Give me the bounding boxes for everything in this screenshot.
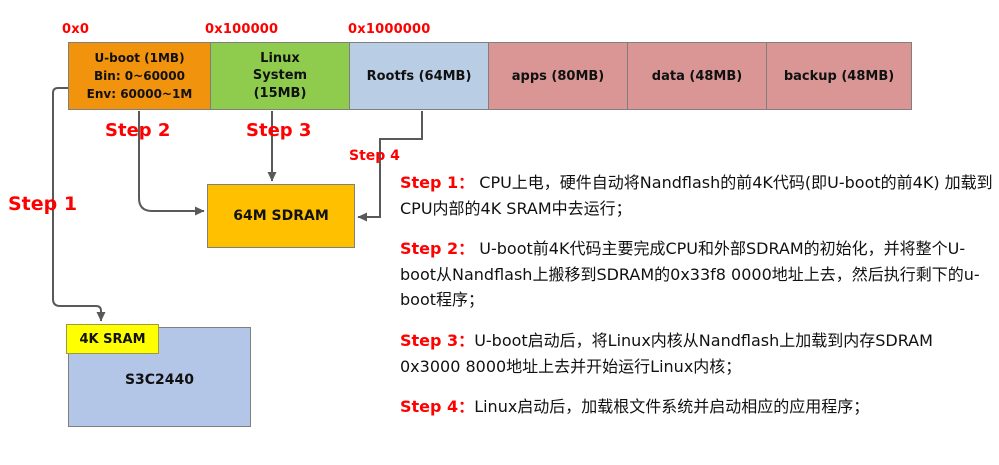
step2-description: Step 2： U-boot前4K代码主要完成CPU和外部SDRAM的初始化，并…	[400, 236, 994, 313]
step3-prefix: Step 3：	[400, 330, 475, 350]
step4-tag: Step 4	[349, 148, 400, 164]
partition-label: Linux System (15MB)	[252, 50, 308, 101]
partition-backup: backup (48MB)	[766, 42, 912, 110]
partition-label: Rootfs (64MB)	[366, 68, 472, 84]
s3c2440-chip-box: 4K SRAM S3C2440	[66, 324, 251, 427]
step3-tag: Step 3	[246, 120, 312, 141]
step4-prefix: Step 4：	[400, 397, 475, 417]
address-label-0x100000: 0x100000	[205, 22, 279, 37]
step2-tag: Step 2	[105, 120, 171, 141]
step1-description: Step 1： CPU上电，硬件自动将Nandflash的前4K代码(即U-bo…	[400, 170, 994, 221]
step-descriptions: Step 1： CPU上电，硬件自动将Nandflash的前4K代码(即U-bo…	[400, 170, 994, 435]
partition-apps: apps (80MB)	[488, 42, 628, 110]
step1-tag: Step 1	[8, 193, 78, 215]
sdram-box: 64M SDRAM	[207, 184, 355, 248]
uboot-bin-range: Bin: 0~60000	[94, 69, 185, 83]
address-label-0x1000000: 0x1000000	[348, 22, 431, 37]
address-label-0x0: 0x0	[62, 22, 90, 37]
chip-label: S3C2440	[124, 372, 195, 388]
step1-text: CPU上电，硬件自动将Nandflash的前4K代码(即U-boot的前4K) …	[400, 173, 993, 218]
sdram-label: 64M SDRAM	[233, 208, 329, 224]
sram-box: 4K SRAM	[66, 324, 159, 354]
step1-prefix: Step 1：	[400, 173, 475, 192]
partition-label: data (48MB)	[651, 68, 743, 84]
nandflash-partition-bar: U-boot (1MB) Bin: 0~60000 Env: 60000~1M …	[68, 42, 912, 110]
sram-label: 4K SRAM	[79, 331, 146, 347]
partition-linux-system: Linux System (15MB)	[210, 42, 350, 110]
step4-text: Linux启动后，加载根文件系统并启动相应的应用程序；	[474, 397, 870, 417]
uboot-env-range: Env: 60000~1M	[86, 87, 193, 101]
partition-label: backup (48MB)	[783, 68, 895, 84]
step3-description: Step 3：U-boot启动后，将Linux内核从Nandflash上加载到内…	[400, 328, 994, 379]
partition-rootfs: Rootfs (64MB)	[349, 42, 489, 110]
uboot-title: U-boot (1MB)	[94, 51, 185, 65]
partition-uboot: U-boot (1MB) Bin: 0~60000 Env: 60000~1M	[68, 42, 211, 110]
step4-description: Step 4：Linux启动后，加载根文件系统并启动相应的应用程序；	[400, 394, 994, 420]
step2-prefix: Step 2：	[400, 239, 475, 259]
partition-data: data (48MB)	[627, 42, 767, 110]
step3-text: U-boot启动后，将Linux内核从Nandflash上加载到内存SDRAM …	[400, 330, 933, 376]
partition-label: apps (80MB)	[511, 68, 605, 84]
step2-text: U-boot前4K代码主要完成CPU和外部SDRAM的初始化，并将整个U-boo…	[400, 239, 980, 310]
